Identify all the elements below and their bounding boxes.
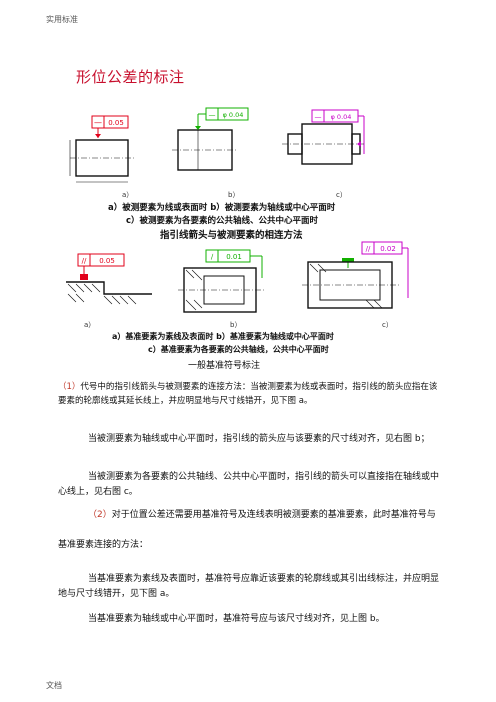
figure-2a: // 0.05: [66, 253, 152, 305]
datum-value-c: 0.02: [380, 245, 396, 253]
paragraph-4b: 基准要素连接的方法：: [58, 540, 149, 550]
figure-2-caption-line1: a）基准要素为素线及表面时 b）基准要素为轴线或中心平面时: [112, 332, 334, 341]
paragraph-1: （1）代号中的指引线箭头与被测要素的连接方法：当被测要素为线或表面时，指引线的箭…: [58, 380, 444, 408]
svg-text:—: —: [209, 111, 216, 119]
figure-2c: // 0.02: [302, 241, 409, 309]
svg-text://: //: [82, 257, 87, 265]
figure-1-drawing: — 0.05 — φ 0.04 — φ 0.04: [69, 107, 365, 183]
tol-value-b: φ 0.04: [223, 111, 244, 119]
paragraph-4-text: 对于位置公差还需要用基准符号及连线表明被测要素的基准要素，此时基准符号与: [111, 510, 436, 520]
svg-text:—: —: [315, 113, 322, 121]
figure-1c: — φ 0.04: [282, 109, 365, 165]
figure-2b: ∕ 0.01: [178, 249, 264, 313]
svg-text:∕: ∕: [211, 253, 214, 261]
paragraph-3: 当被测要素为各要素的公共轴线、公共中心平面时，指引线的箭头可以直接指在轴线或中心…: [58, 472, 440, 497]
paragraph-1-text: 代号中的指引线箭头与被测要素的连接方法：当被测要素为线或表面时，指引线的箭头应指…: [58, 382, 438, 406]
figure-1a: — 0.05: [69, 115, 136, 183]
figure-2-sub-b: b）: [230, 321, 242, 329]
svg-text://: //: [366, 245, 371, 253]
page-header: 实用标准: [46, 15, 78, 24]
tol-value-c: φ 0.04: [331, 113, 352, 121]
figure-2-sub-c: c）: [382, 321, 393, 329]
paragraph-2: 当被测要素为轴线或中心平面时，指引线的箭头应与该要素的尺寸线对齐，见右图 b；: [88, 434, 430, 444]
page-footer: 文档: [46, 681, 62, 690]
figure-1b: — φ 0.04: [172, 107, 249, 171]
figure-2-sub-a: a）: [84, 321, 96, 329]
tol-value-a: 0.05: [108, 119, 124, 127]
figure-1-sub-b: b）: [228, 191, 240, 199]
figure-1-caption-title: 指引线箭头与被测要素的相连方法: [160, 230, 303, 241]
svg-text:—: —: [94, 118, 102, 127]
paragraph-6: 当基准要素为轴线或中心平面时，基准符号应与该尺寸线对齐，见上图 b。: [88, 614, 385, 624]
paragraph-4: （2）对于位置公差还需要用基准符号及连线表明被测要素的基准要素，此时基准符号与: [58, 508, 444, 523]
figure-1-caption-line1: a）被测要素为线或表面时 b）被测要素为轴线或中心平面时: [108, 203, 336, 213]
figure-2-drawing: // 0.05 ∕ 0.01 // 0.02: [66, 241, 409, 313]
paragraph-1-number: （1）: [58, 382, 81, 392]
figure-1-caption-line2: c）被测要素为各要素的公共轴线、公共中心平面时: [126, 216, 319, 226]
page-title: 形位公差的标注: [76, 68, 185, 86]
datum-value-b: 0.01: [226, 253, 242, 261]
paragraph-5: 当基准要素为素线及表面时，基准符号应靠近该要素的轮廓线或其引出线标注，并应明显地…: [58, 574, 440, 599]
figure-2-caption-line2: c）基准要素为各要素的公共轴线，公共中心平面时: [148, 345, 329, 354]
figure-1-sub-c: c）: [336, 191, 347, 199]
datum-value-a: 0.05: [99, 257, 115, 265]
figure-1-sub-a: a）: [122, 191, 134, 199]
paragraph-4-number: （2）: [88, 510, 112, 520]
figure-2-caption-title: 一般基准符号标注: [188, 361, 261, 371]
